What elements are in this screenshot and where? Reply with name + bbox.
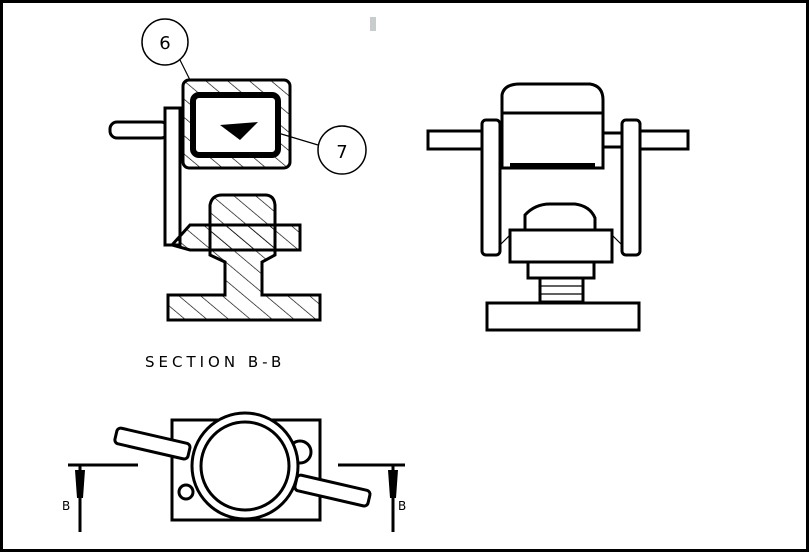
balloon-7: 7 [277, 125, 367, 175]
svg-text:B: B [398, 499, 406, 513]
balloon-6: 6 [141, 18, 191, 81]
section-marker-right: B [338, 463, 406, 532]
section-view [108, 78, 322, 322]
svg-text:6: 6 [159, 33, 170, 54]
collar [508, 228, 614, 264]
base-plate [485, 301, 641, 332]
side-view [426, 82, 690, 332]
cursor-marker [370, 17, 376, 31]
top-view [113, 411, 372, 522]
section-marker-left: B [62, 463, 138, 532]
handle-left [108, 120, 170, 140]
svg-text:B: B [62, 499, 70, 513]
stud-section [166, 193, 322, 322]
cap-body [500, 82, 605, 170]
svg-text:7: 7 [336, 142, 347, 163]
vertical-arm [163, 106, 182, 247]
section-title: SECTION B-B [145, 353, 285, 371]
